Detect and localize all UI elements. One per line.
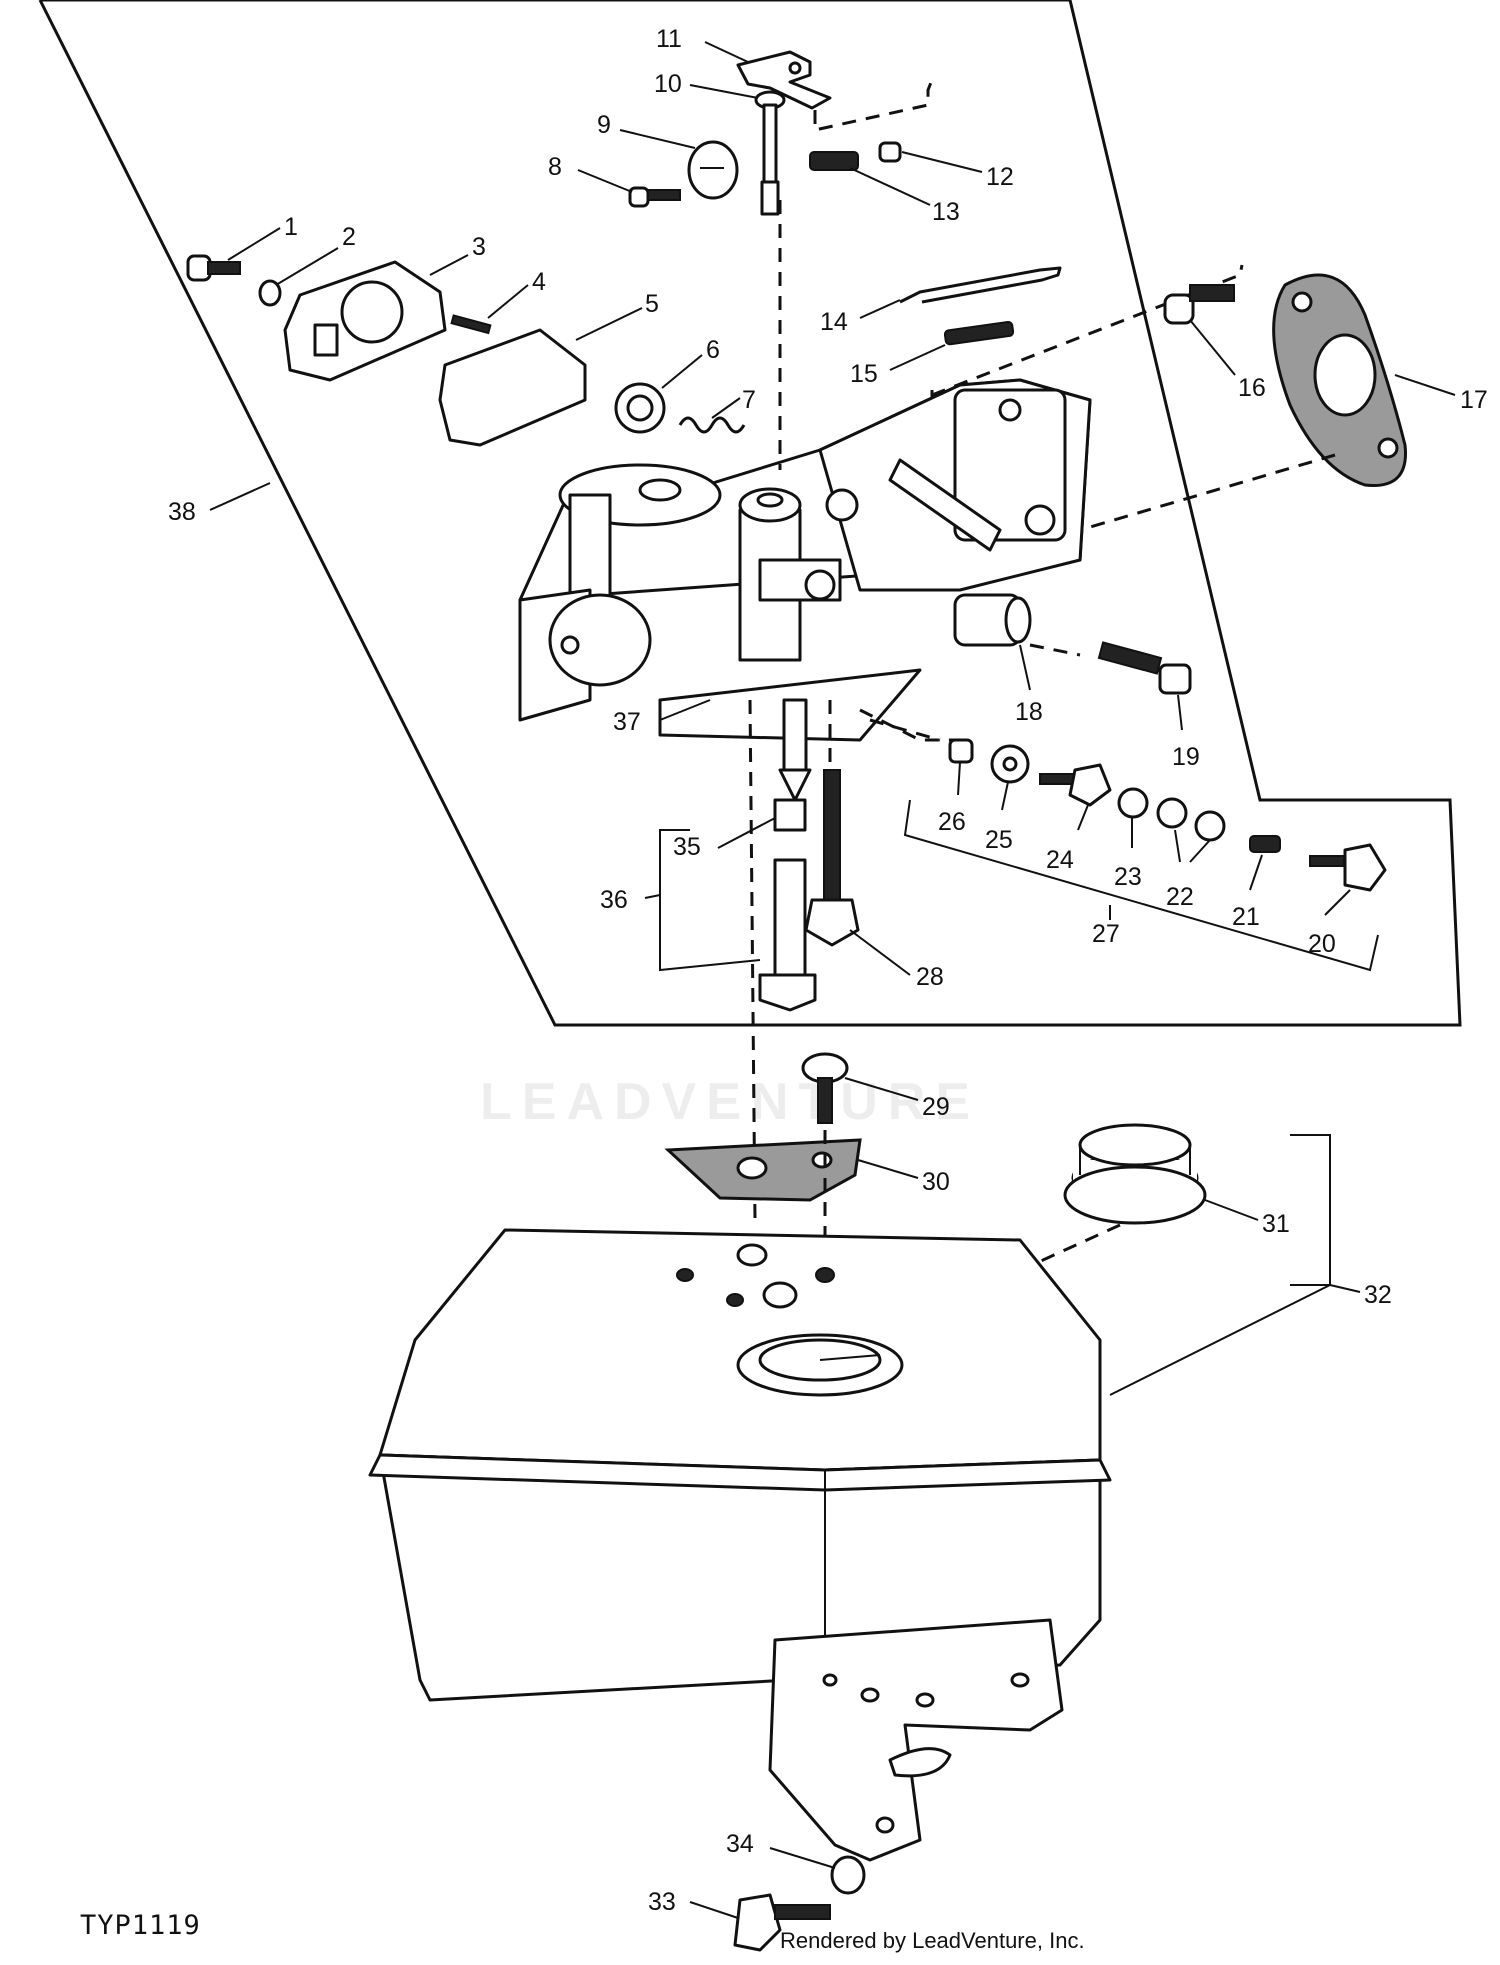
adjust-bracket-line xyxy=(903,799,1379,972)
callout-18: 18 xyxy=(1015,698,1043,726)
watermark: LEADVENTURE xyxy=(480,1073,981,1131)
callout-15: 15 xyxy=(850,360,878,388)
callout-labels: 1 2 3 4 5 6 7 8 9 10 11 12 13 14 15 16 1… xyxy=(168,25,1488,1919)
tank-screw-part xyxy=(801,1052,849,1124)
callout-33: 33 xyxy=(648,1888,676,1916)
callout-1: 1 xyxy=(284,213,298,241)
bracket-screw-part xyxy=(733,1893,831,1952)
nozzle-tube-part xyxy=(758,698,817,1012)
seal-part xyxy=(614,382,666,434)
callout-2: 2 xyxy=(342,223,356,251)
idle-spring-part xyxy=(809,141,902,171)
tank-assembly-bracket-line xyxy=(1290,1134,1331,1286)
callout-37: 37 xyxy=(613,708,641,736)
fuel-cap-part xyxy=(1063,1123,1207,1225)
pin-part xyxy=(450,314,492,335)
tank-bracket-part xyxy=(768,1618,1064,1862)
callout-28: 28 xyxy=(916,963,944,991)
nozzle-dashed-line xyxy=(748,699,757,1221)
callout-19: 19 xyxy=(1172,743,1200,771)
callout-25: 25 xyxy=(985,826,1013,854)
bowl-cover-part xyxy=(283,260,447,382)
callout-23: 23 xyxy=(1114,863,1142,891)
callout-31: 31 xyxy=(1262,1210,1290,1238)
callout-32: 32 xyxy=(1364,1281,1392,1309)
callout-36: 36 xyxy=(600,886,628,914)
bracket-washer-part xyxy=(830,1855,866,1895)
tank-gasket-part xyxy=(664,1138,862,1202)
callout-14: 14 xyxy=(820,308,848,336)
body-dashed-line-right xyxy=(1029,643,1081,657)
callout-5: 5 xyxy=(645,290,659,318)
callout-34: 34 xyxy=(726,1830,754,1858)
callout-29: 29 xyxy=(922,1093,950,1121)
bracket-dashed-line xyxy=(813,79,934,132)
throttle-bolt-part xyxy=(1097,641,1192,695)
flange-screw-part xyxy=(1163,284,1235,325)
choke-plate-part xyxy=(687,140,739,200)
callout-13: 13 xyxy=(932,198,960,226)
callout-17: 17 xyxy=(1460,386,1488,414)
tube-bracket-line xyxy=(659,829,761,972)
washer-part xyxy=(258,279,282,307)
callout-11: 11 xyxy=(656,25,682,53)
carburetor-group-outline xyxy=(38,0,1462,1027)
choke-shaft-part xyxy=(754,90,786,216)
callout-8: 8 xyxy=(548,153,562,181)
callout-26: 26 xyxy=(938,808,966,836)
choke-plate-screw-part xyxy=(628,186,681,208)
callout-10: 10 xyxy=(654,70,682,98)
figure-code: TYP1119 xyxy=(80,1910,201,1941)
callout-6: 6 xyxy=(706,336,720,364)
callout-30: 30 xyxy=(922,1168,950,1196)
gasket-dashed-line xyxy=(1079,453,1336,532)
flange-gasket-part xyxy=(1272,273,1407,487)
callout-22: 22 xyxy=(1166,883,1194,911)
spring-part xyxy=(678,416,746,434)
callout-16: 16 xyxy=(1238,374,1266,402)
callout-21: 21 xyxy=(1232,903,1260,931)
callout-3: 3 xyxy=(472,233,486,261)
callout-9: 9 xyxy=(597,111,611,139)
carburetor-body-part xyxy=(518,378,1092,742)
footer-credit: Rendered by LeadVenture, Inc. xyxy=(780,1928,1085,1953)
long-bolt-part xyxy=(804,769,860,947)
callout-4: 4 xyxy=(532,268,546,296)
link-dashed-line xyxy=(931,264,1244,397)
mounting-screw-part xyxy=(186,254,241,282)
callout-7: 7 xyxy=(742,386,756,414)
diaphragm-plate-part xyxy=(438,328,587,447)
callout-20: 20 xyxy=(1308,930,1336,958)
callout-27: 27 xyxy=(1092,920,1120,948)
callout-38: 38 xyxy=(168,498,196,526)
throttle-link-part xyxy=(899,266,1062,346)
callout-24: 24 xyxy=(1046,846,1074,874)
callout-12: 12 xyxy=(986,163,1014,191)
adjust-dashed-line xyxy=(869,718,941,742)
callout-35: 35 xyxy=(673,833,701,861)
fuel-tank-part xyxy=(368,1228,1112,1702)
choke-bracket-part xyxy=(736,50,832,110)
